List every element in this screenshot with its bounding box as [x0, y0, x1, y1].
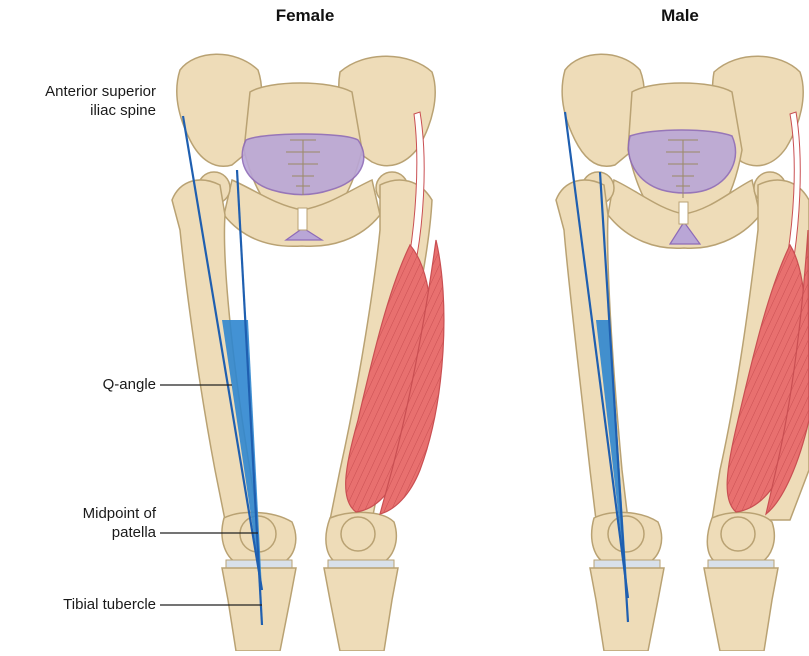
q-angle-label: Q-angle [0, 375, 156, 394]
female-left-tibia [324, 568, 398, 651]
female-left-knee-cartilage [328, 560, 394, 568]
male-title: Male [655, 6, 705, 26]
male-right-knee-cartilage [594, 560, 660, 568]
asis-label-line2: iliac spine [0, 101, 156, 120]
female-figure [172, 54, 444, 651]
patella-label: Midpoint of patella [0, 504, 156, 542]
male-left-patella [721, 517, 755, 551]
male-right-patella [608, 516, 644, 552]
asis-label: Anterior superior iliac spine [0, 82, 156, 120]
male-left-knee-cartilage [708, 560, 774, 568]
female-left-patella [341, 517, 375, 551]
female-pubic-symphysis [298, 208, 307, 230]
male-pubic-symphysis [679, 202, 688, 224]
female-title: Female [270, 6, 340, 26]
male-left-tibia [704, 568, 778, 651]
asis-label-line1: Anterior superior [0, 82, 156, 101]
patella-label-line2: patella [0, 523, 156, 542]
tibial-tubercle-label: Tibial tubercle [0, 595, 156, 614]
male-figure [556, 54, 809, 651]
patella-label-line1: Midpoint of [0, 504, 156, 523]
